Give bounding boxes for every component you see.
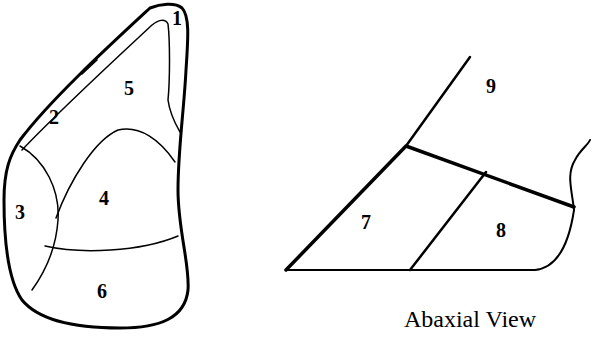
view-outline xyxy=(286,146,574,270)
callout-number: 1 xyxy=(172,8,182,28)
view-outline xyxy=(286,140,590,270)
view-divider xyxy=(410,172,486,270)
callout-number: 6 xyxy=(97,281,107,301)
region-boundary xyxy=(82,60,97,74)
leaf-outline xyxy=(4,4,188,328)
callout-number: 9 xyxy=(486,76,496,96)
view-outline xyxy=(406,57,470,146)
callout-number: 5 xyxy=(124,78,134,98)
region-boundary xyxy=(56,129,175,218)
callout-number: 4 xyxy=(99,188,109,208)
callout-number: 8 xyxy=(496,220,506,240)
view-caption: Abaxial View xyxy=(404,307,536,331)
region-boundary xyxy=(45,236,178,251)
callout-number: 3 xyxy=(15,202,25,222)
callout-number: 7 xyxy=(361,212,371,232)
region-boundary xyxy=(22,20,180,150)
callout-number: 2 xyxy=(49,107,59,127)
region-boundary xyxy=(20,146,58,290)
